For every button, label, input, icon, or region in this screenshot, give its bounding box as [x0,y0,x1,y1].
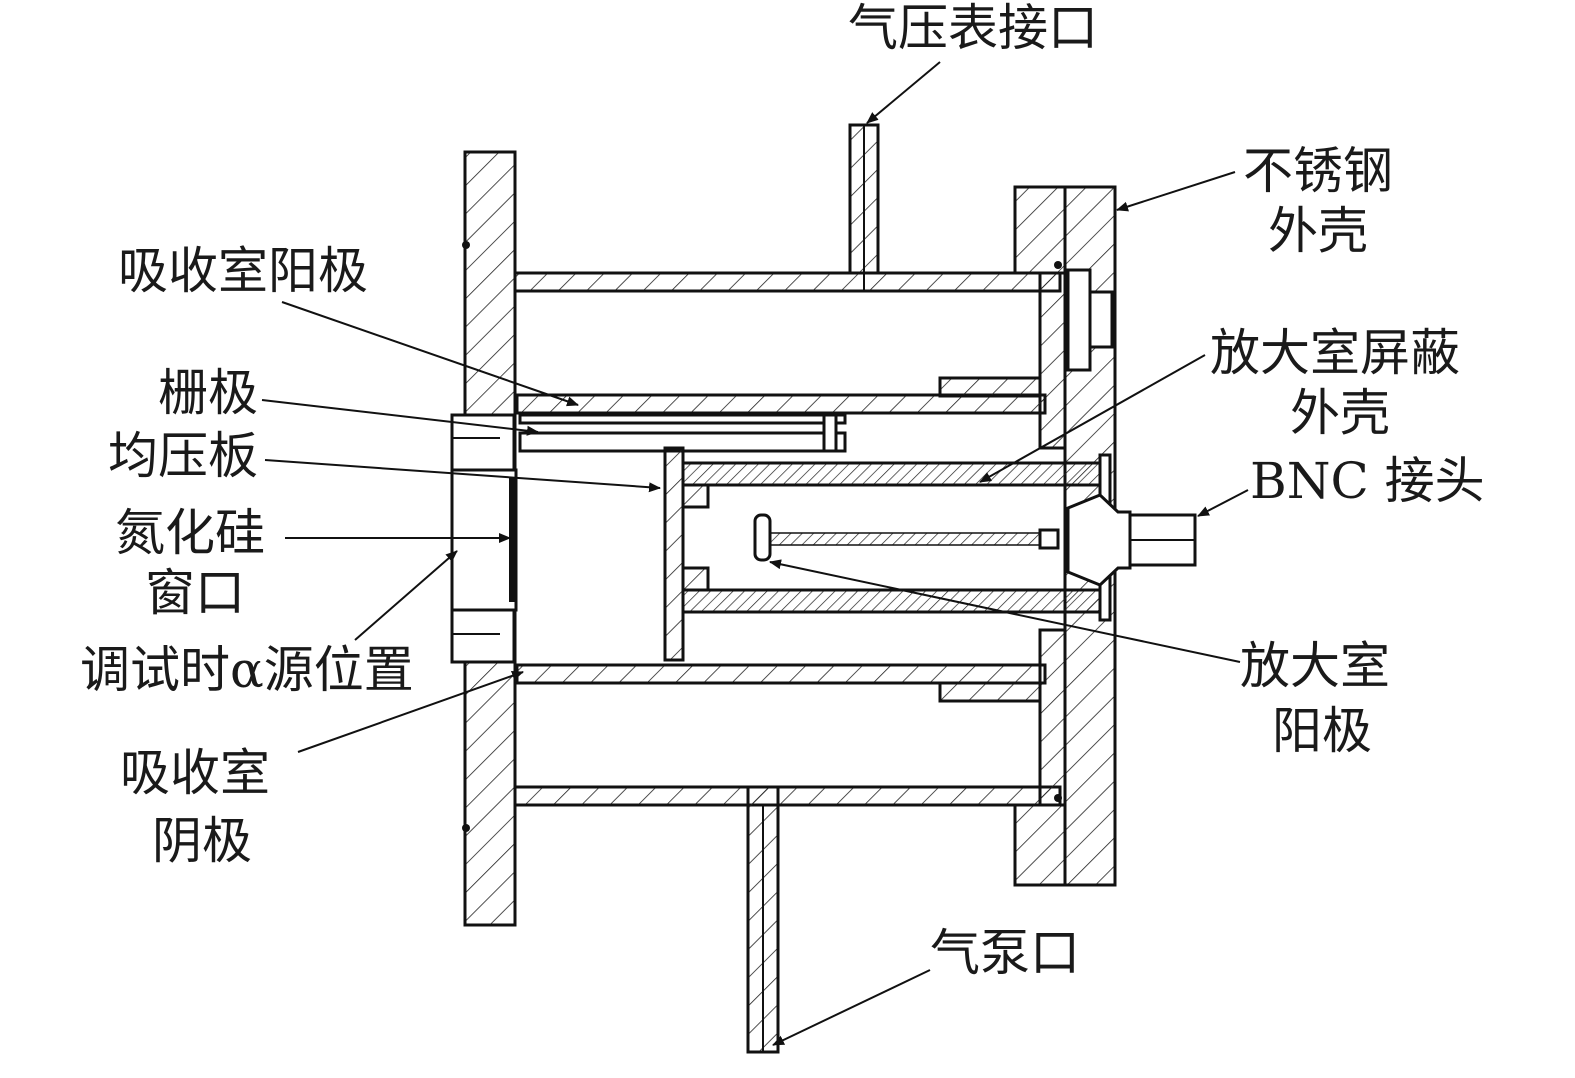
leader-pump-port [772,969,931,1046]
leader-gauge-port [866,61,941,124]
label-window-line1: 氮化硅 [115,504,265,562]
right-flange-inner-bottom [1038,628,1067,807]
label-shell-line1: 不锈钢 [1243,142,1393,200]
end-cover-recess-top2 [1088,290,1114,349]
leader-alpha-source [354,550,458,641]
grading-plate [663,446,685,662]
leader-bnc [1197,489,1249,517]
label-amp-shield-line1: 放大室屏蔽 [1210,324,1460,382]
window-recess [450,468,518,612]
right-flange-bottom [1013,803,1067,887]
label-abs-cathode-line2: 阴极 [152,812,252,870]
absorption-anode-plate [515,393,1047,415]
leader-amp-anode [769,559,1241,663]
amp-shield-front-bottom [681,566,710,592]
leader-abs-cathode [297,670,524,753]
label-gauge-port: 气压表接口 [848,0,1098,57]
grid-electrode [518,413,847,425]
outer-shell-bottom [513,785,1062,807]
label-pump-port: 气泵口 [930,924,1080,982]
right-flange-inner-top [1038,271,1067,450]
amplification-anode-wire [769,532,1041,546]
leader-shell [1116,171,1236,212]
amp-shield-front-top [681,483,710,509]
cathode-support-block [938,681,1042,703]
leader-grid [261,399,539,436]
silicon-nitride-window [509,478,516,602]
absorption-cathode-plate [515,663,1047,685]
leader-grading-plate [264,459,661,493]
label-window-line2: 窗口 [145,564,245,622]
anode-wire-right-end [1038,528,1060,550]
outer-shell-top [513,271,1062,293]
right-flange-top [1013,185,1067,275]
label-grid: 栅极 [158,364,258,422]
amp-shield-top [681,461,1105,487]
label-amp-anode-line2: 阳极 [1272,702,1372,760]
grid-end-post [822,413,838,453]
end-cover-recess-top [1066,268,1092,372]
window-mount-lower [450,608,516,664]
anode-wire-left-end [753,513,772,562]
label-amp-shield-line2: 外壳 [1290,384,1390,442]
label-abs-anode: 吸收室阳极 [118,242,368,300]
label-shell-line2: 外壳 [1268,202,1368,260]
amp-shield-bottom [681,588,1105,614]
label-abs-cathode-line1: 吸收室 [120,744,270,802]
anode-support-block [938,376,1042,398]
label-amp-anode-line1: 放大室 [1240,637,1390,695]
leader-amp-shield [979,354,1206,483]
label-grading-plate: 均压板 [108,427,258,485]
bnc-connector-body [1066,493,1132,587]
leader-abs-anode [281,301,579,407]
label-bnc: BNC 接头 [1250,452,1485,510]
label-alpha-source: 调试时α源位置 [80,641,414,699]
